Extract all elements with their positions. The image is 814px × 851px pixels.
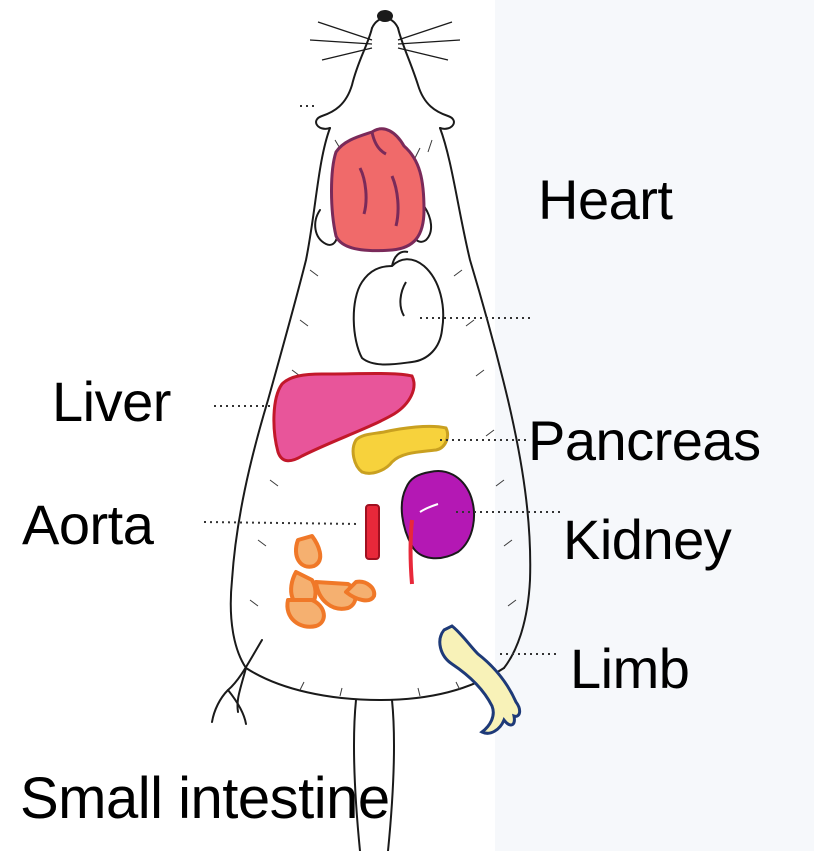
- nose: [377, 10, 393, 22]
- label-kidney: Kidney: [563, 512, 731, 568]
- label-limb: Limb: [570, 641, 689, 697]
- label-heart: Heart: [538, 172, 672, 228]
- label-small-intestine: Small intestine: [20, 770, 390, 828]
- label-aorta: Aorta: [22, 497, 153, 553]
- label-liver: Liver: [52, 374, 171, 430]
- label-pancreas: Pancreas: [528, 413, 761, 469]
- aorta-organ: [366, 505, 379, 559]
